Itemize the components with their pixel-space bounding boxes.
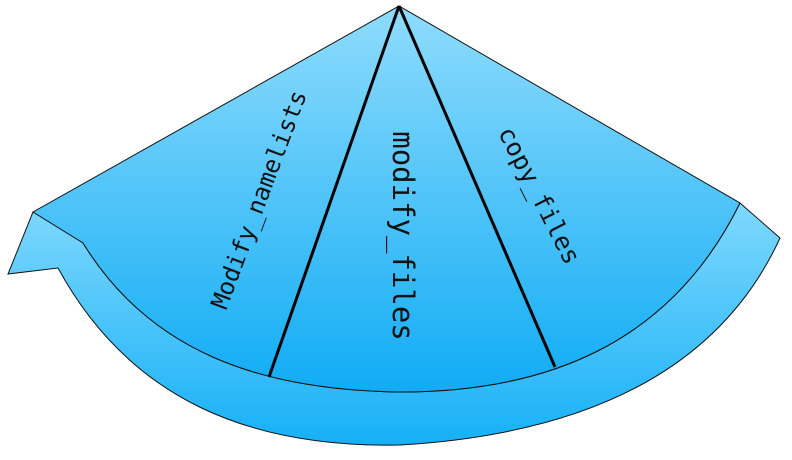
segment-divider-left bbox=[267, 5, 401, 378]
segment-divider-right bbox=[397, 5, 557, 368]
process-fan bbox=[32, 5, 741, 393]
segment-label-modify-files: modify_files bbox=[385, 131, 420, 341]
